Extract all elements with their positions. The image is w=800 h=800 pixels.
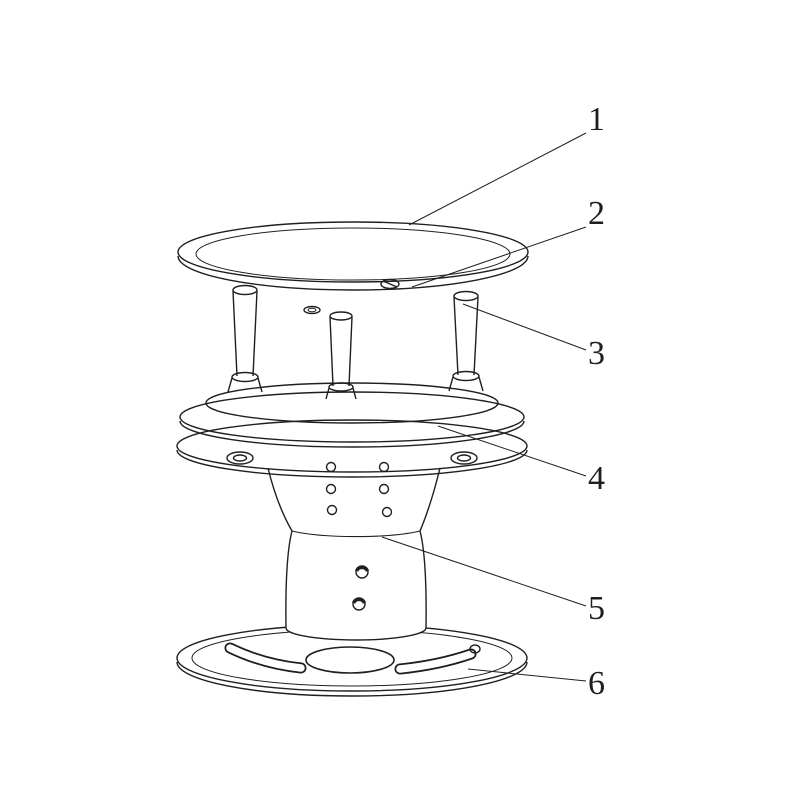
callout-label-3: 3 [588,335,605,372]
body-lower-hole-shadow [351,597,367,604]
bolt-outer [450,451,478,465]
upper-plate-brim [179,391,525,443]
hole-outer [303,305,321,315]
post-top [232,284,258,296]
support-post-left [227,284,263,393]
sensor-drawing [176,132,587,697]
support-post-middle [325,311,357,400]
base-thickness-edge [176,661,528,697]
cap-inner-rim [195,227,511,281]
body-hole [381,506,393,518]
post-collar-top [452,370,480,382]
post-top [453,290,479,302]
post-collar-top [231,371,259,383]
base-slot-left-inner [226,644,305,672]
screw-slot [382,280,398,288]
body-left-edge [267,467,293,629]
post-side [453,296,459,376]
body-hole [378,483,390,495]
rain-shield-plates [176,382,528,478]
post-collar-top [328,382,354,392]
callout-label-5: 5 [588,590,605,627]
post-collar [325,387,357,400]
body-right-edge [419,467,441,629]
bolt-inner [456,454,472,462]
cap-outer-edge [177,221,529,283]
leader-line-3 [462,303,587,351]
callout-label-1: 1 [588,101,605,138]
callout-label-4: 4 [588,460,605,497]
plate-bolt-left [226,451,254,465]
base-small-hole [469,644,481,654]
top-cap [177,221,529,315]
post-top [329,311,353,321]
leader-line-1 [408,132,587,226]
base-slot-right-inner [396,650,475,673]
post-side [232,290,238,377]
lower-plate-underside [176,449,528,478]
post-side [473,296,479,376]
leader-line-2 [411,226,587,288]
body-fill [268,468,440,640]
post-side [329,316,334,387]
lower-plate [176,419,528,473]
plate-bolt-right [450,451,478,465]
leader-line-4 [437,425,587,477]
sensor-body [267,461,441,641]
post-side [252,290,258,377]
body-waist-seam [291,530,421,538]
post-side [348,316,353,387]
hole-inner [307,307,317,313]
bolt-inner [232,454,248,462]
base-center-hole [305,646,395,674]
leader-line-5 [381,536,587,607]
post-collar [448,376,484,392]
leader-line-6 [467,668,587,682]
screw-head [380,278,400,290]
support-post-right [448,290,484,392]
post-collar [227,377,263,393]
body-bottom-edge [285,627,427,641]
cap-underside-hole [303,305,321,315]
callout-labels: 1 2 3 4 5 6 [588,101,605,702]
callout-leaders [381,132,587,682]
callout-label-2: 2 [588,195,605,232]
cap-screw [380,278,400,290]
bolt-outer [226,451,254,465]
body-lower-hole-shadow [354,565,370,572]
body-hole [326,504,338,516]
body-hole [325,483,337,495]
callout-label-6: 6 [588,665,605,702]
mounting-base [176,624,528,697]
cap-thickness-edge [177,255,529,291]
